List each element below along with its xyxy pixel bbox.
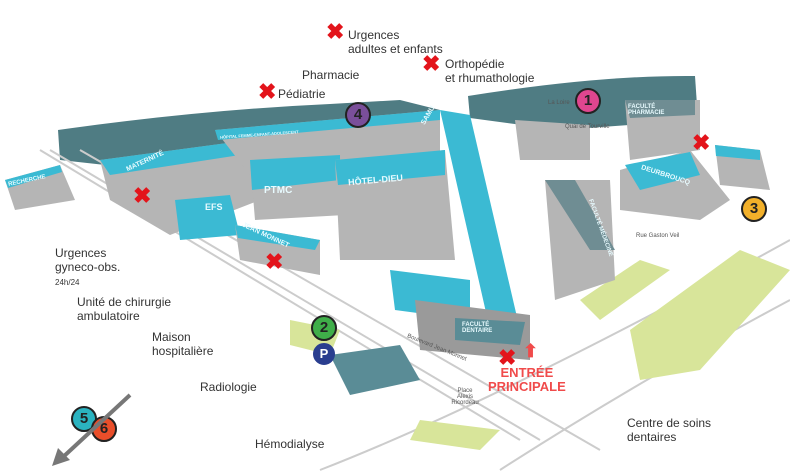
street-rue: Rue Gaston Veil: [636, 233, 680, 239]
marker-4[interactable]: 4: [345, 102, 371, 128]
red-x-icon: ✖: [498, 345, 517, 370]
label-gyneco-hours: 24h/24: [55, 278, 80, 287]
red-x-icon: ✖: [692, 130, 711, 155]
label-ortho-line2: et rhumathologie: [445, 71, 535, 85]
label-dentaire-line1: Centre de soins: [627, 416, 712, 430]
marker-2[interactable]: 2: [311, 315, 337, 341]
label-pharmacie: Pharmacie: [302, 68, 360, 82]
red-x-icon: ✖: [265, 249, 284, 274]
marker-3[interactable]: 3: [741, 196, 767, 222]
red-x-icon: ✖: [133, 183, 152, 208]
red-x-icon: ✖: [326, 19, 345, 44]
label-gyneco-line1: Urgences: [55, 246, 107, 260]
building-ptmc: PTMC: [264, 185, 293, 196]
label-radiologie: Radiologie: [200, 380, 257, 394]
building-fac-dentaire: FACULTÉ DENTAIRE: [462, 322, 493, 334]
label-hemodialyse: Hémodialyse: [255, 437, 325, 451]
marker-1[interactable]: 1: [575, 88, 601, 114]
entrance-line2: PRINCIPALE: [488, 379, 566, 394]
label-ortho-line1: Orthopédie: [445, 57, 505, 71]
street-la-loire: La Loire: [548, 100, 570, 106]
street-place: Place Alexis Ricordeau: [451, 388, 479, 406]
label-maison-line2: hospitalière: [152, 344, 214, 358]
red-x-icon: ✖: [422, 51, 441, 76]
marker-6[interactable]: 6: [91, 416, 117, 442]
entrance-line1: ENTRÉE: [500, 365, 554, 380]
building-efs: EFS: [205, 202, 223, 212]
label-gyneco-line2: gyneco-obs.: [55, 260, 121, 274]
building-fac-pharmacie: FACULTÉ PHARMACIE: [628, 104, 665, 116]
label-chir-line2: ambulatoire: [77, 309, 140, 323]
label-dentaire-line2: dentaires: [627, 430, 677, 444]
green-areas: [290, 250, 790, 450]
label-urgences-line1: Urgences: [348, 28, 400, 42]
parking-icon: P: [313, 343, 335, 365]
street-quai: Quai de Tourville: [565, 124, 610, 130]
label-urgences-line2: adultes et enfants: [348, 42, 443, 56]
buildings: [5, 100, 770, 395]
red-x-icon: ✖: [258, 79, 277, 104]
label-chir-line1: Unité de chirurgie: [77, 295, 172, 309]
label-maison-line1: Maison: [152, 330, 191, 344]
label-pediatrie: Pédiatrie: [278, 87, 326, 101]
up-arrow-icon: ⬆: [523, 341, 539, 361]
